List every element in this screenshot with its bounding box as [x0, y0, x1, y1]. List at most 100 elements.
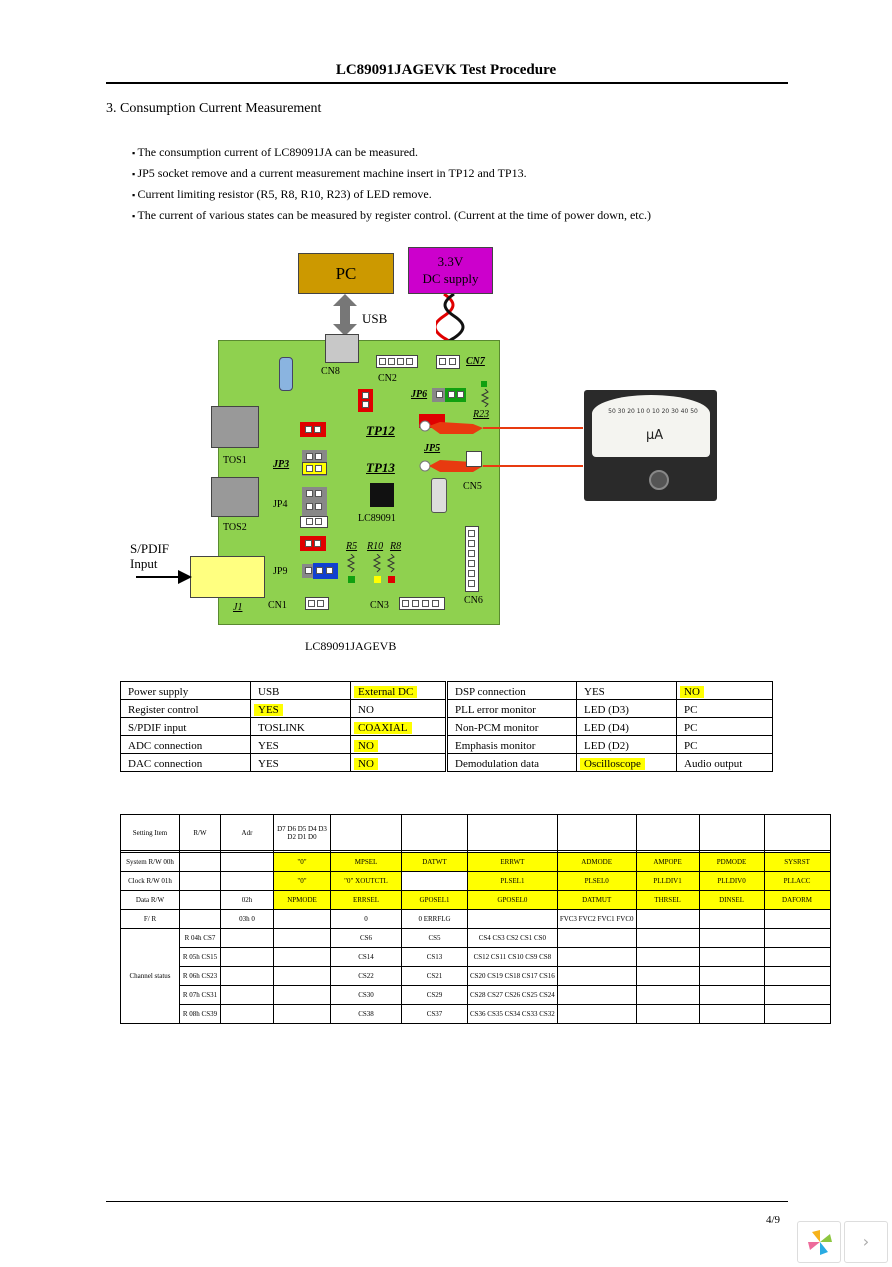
table-cell: LED (D2)	[576, 735, 677, 754]
tp13-label: TP13	[366, 460, 395, 475]
jp4-jumper	[302, 487, 327, 527]
table-cell: CS38	[330, 1004, 402, 1024]
table-cell: D7 D6 D5 D4 D3 D2 D1 D0	[273, 814, 331, 851]
footer-rule	[106, 1201, 788, 1202]
table-cell: S/PDIF input	[120, 717, 251, 736]
table-cell: PLLDIV1	[635, 871, 700, 891]
table-cell: CS29	[401, 985, 468, 1005]
table-row: DAC connection YES NO Demodulation data …	[120, 753, 773, 772]
page-number: 4/9	[766, 1214, 781, 1226]
cn2-header	[376, 355, 418, 368]
table-cell	[220, 966, 274, 986]
table-cell: "0"	[273, 871, 331, 891]
cn5-label: CN5	[463, 481, 482, 492]
table-cell	[273, 909, 331, 929]
lc89091-chip	[370, 483, 394, 507]
jp6-jumper	[432, 388, 466, 402]
table-cell: YES	[250, 753, 351, 772]
jp9-label: JP9	[273, 566, 288, 577]
table-cell: R 08h CS39	[179, 1004, 221, 1024]
table-cell: 03h 0	[220, 909, 274, 929]
table-cell: Data R/W	[120, 890, 180, 910]
table-cell	[220, 928, 274, 948]
table-cell: NO	[350, 699, 447, 718]
next-page-button[interactable]: ›	[844, 1221, 888, 1263]
table-cell: COAXIAL	[350, 717, 447, 736]
table-cell: Audio output	[676, 753, 773, 772]
table-cell	[763, 909, 831, 929]
table-cell: Channel status	[120, 928, 180, 1024]
tp12-label: TP12	[366, 423, 395, 438]
table-cell: "0" XOUTCTL	[330, 871, 402, 891]
table-cell	[698, 966, 765, 986]
table-cell	[273, 985, 331, 1005]
led-resistors	[346, 554, 396, 573]
table-cell: PLSEL1	[467, 871, 558, 891]
crystal-component	[279, 357, 293, 391]
table-cell: CS22	[330, 966, 402, 986]
table-cell: DATWT	[401, 852, 468, 872]
table-cell	[635, 1004, 700, 1024]
table-cell	[220, 852, 274, 872]
table-cell: PC	[676, 717, 773, 736]
table-cell: Power supply	[120, 681, 251, 700]
table-cell: CS36 CS35 CS34 CS33 CS32	[467, 1004, 558, 1024]
chip-label: LC89091	[358, 513, 396, 524]
table-cell: CS21	[401, 966, 468, 986]
table-cell	[763, 1004, 831, 1024]
table-cell	[179, 890, 221, 910]
tos2-label: TOS2	[223, 522, 247, 533]
header-rule	[106, 82, 788, 84]
table-cell: USB	[250, 681, 351, 700]
viewer-logo-button[interactable]	[797, 1221, 841, 1263]
table-cell: Register control	[120, 699, 251, 718]
pinwheel-logo-icon	[808, 1230, 832, 1255]
jp9-jumper	[302, 564, 338, 578]
table-cell: PLSEL0	[556, 871, 637, 891]
table-row: S/PDIF input TOSLINK COAXIAL Non-PCM mon…	[120, 717, 773, 736]
table-row: Register control YES NO PLL error monito…	[120, 699, 773, 718]
r23-resistor	[480, 389, 490, 407]
cn8-usb-connector	[325, 334, 359, 363]
cn5-connector	[466, 451, 482, 467]
pc-box: PC	[298, 253, 394, 294]
table-cell: CS12 CS11 CS10 CS9 CS8	[467, 947, 558, 967]
table-cell: R 05h CS15	[179, 947, 221, 967]
meter-dial	[592, 395, 710, 457]
table-cell	[556, 814, 637, 851]
table-cell: PLLDIV0	[698, 871, 765, 891]
cn1-label: CN1	[268, 600, 287, 611]
tos1-label: TOS1	[223, 455, 247, 466]
cn6-label: CN6	[464, 595, 483, 606]
table-cell	[698, 909, 765, 929]
table-cell: NO	[350, 735, 447, 754]
table-cell: "0"	[273, 852, 331, 872]
jumper-red	[358, 389, 373, 412]
jp6-label: JP6	[411, 389, 428, 400]
table-cell	[556, 985, 637, 1005]
r23-label: R23	[473, 409, 490, 420]
table-cell: CS28 CS27 CS26 CS25 CS24	[467, 985, 558, 1005]
jp4-label: JP4	[273, 499, 288, 510]
meter-unit: µA	[646, 428, 664, 443]
cn7-label: CN7	[466, 356, 485, 367]
cn3-header	[399, 597, 445, 610]
table-cell	[273, 947, 331, 967]
table-cell	[635, 985, 700, 1005]
table-cell: R/W	[179, 814, 221, 851]
spdif-input-label: S/PDIF Input	[130, 541, 170, 571]
table-cell: YES	[250, 699, 351, 718]
table-cell: CS6	[330, 928, 402, 948]
pc-label: PC	[335, 264, 357, 283]
table-cell	[179, 909, 221, 929]
jp3-jumper	[302, 450, 327, 476]
table-cell	[220, 871, 274, 891]
jumper-red	[300, 422, 326, 437]
table-cell: DAC connection	[120, 753, 251, 772]
table-cell: ADMODE	[556, 852, 637, 872]
